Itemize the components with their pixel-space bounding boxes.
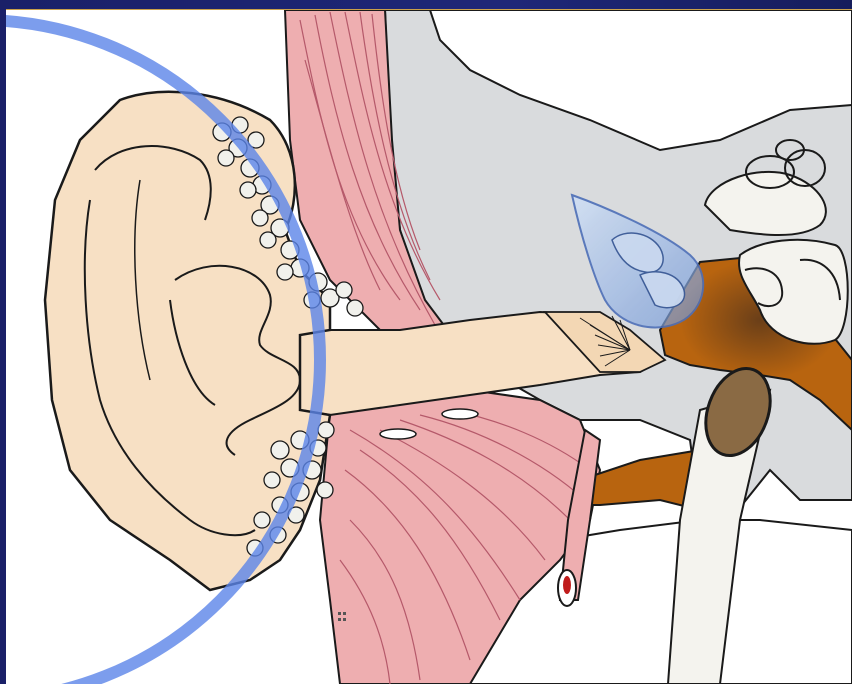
- canal-highlight-1: [442, 409, 478, 419]
- top-banner: [0, 0, 852, 10]
- canal-highlight-2: [380, 429, 416, 439]
- vessel-lumen: [563, 576, 571, 594]
- ear-anatomy-illustration: [6, 10, 852, 684]
